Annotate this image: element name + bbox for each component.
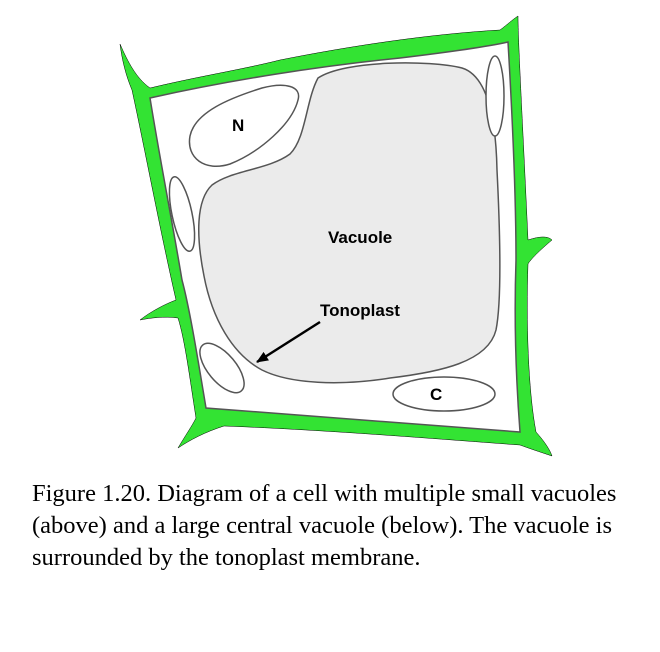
- left-vacuole: [168, 176, 196, 252]
- nucleus-label: N: [232, 116, 244, 135]
- central-vacuole: [198, 62, 501, 384]
- chloroplast: [392, 376, 496, 412]
- tonoplast-label: Tonoplast: [320, 301, 400, 320]
- chloroplast-label: C: [430, 385, 442, 404]
- cell-diagram: N C Vacuole Tonoplast: [119, 15, 553, 457]
- nucleus: [188, 84, 300, 167]
- figure-caption: Figure 1.20. Diagram of a cell with mult…: [32, 480, 617, 571]
- bottom-left-vacuole: [199, 342, 245, 394]
- vacuole-label: Vacuole: [328, 228, 392, 247]
- tonoplast-arrow: [256, 320, 321, 364]
- top-right-vacuole: [485, 55, 505, 137]
